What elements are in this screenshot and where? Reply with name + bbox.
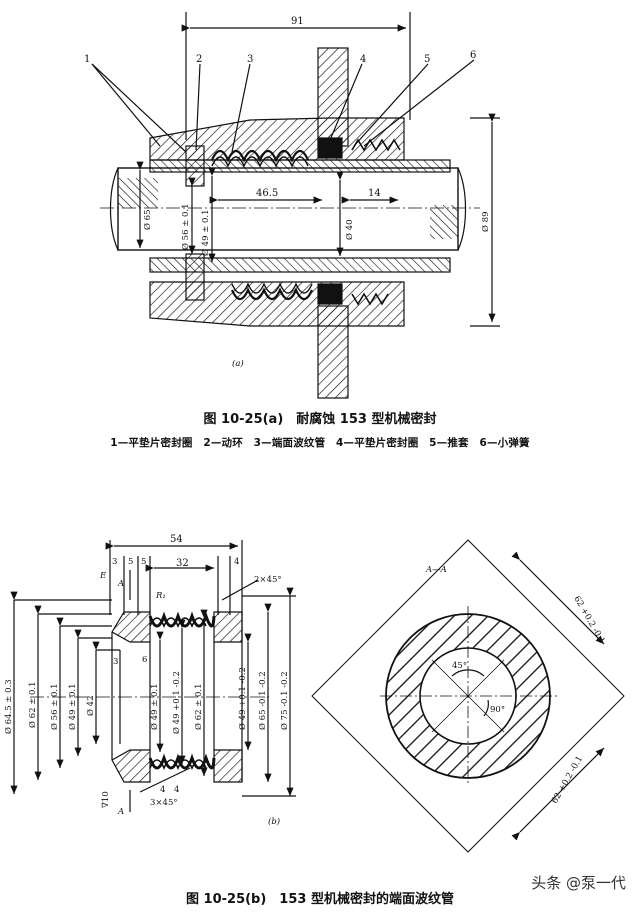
figure-a-legend: 1—平垫片密封圈 2—动环 3—端面波纹管 4—平垫片密封圈 5—推套 6—小弹… — [110, 437, 530, 449]
dim-14: 14 — [368, 188, 381, 199]
sub-label-a: (a) — [232, 358, 244, 369]
figure-b-bellows — [10, 540, 296, 812]
dim-b-num-3: 3 — [112, 557, 117, 567]
dim-center-62: Ø 62 ± 0.1 — [193, 683, 204, 730]
label-r1: R₁ — [155, 591, 166, 601]
part-number-3: 3 — [247, 54, 253, 65]
roughness-symbol: ∇10 — [101, 791, 111, 808]
section-dim-bottom: 62 +0.2 -0.1 — [550, 754, 585, 805]
label-e: E — [99, 571, 107, 581]
dim-left-62: Ø 62 ± 0.1 — [27, 681, 38, 728]
figure-b-labels: 54 32 3 5 5 4 3 6 E R₁ A A 2×45° 3×45° 4… — [3, 534, 290, 827]
dim-bottom-4a: 4 — [160, 785, 165, 795]
part-number-4: 4 — [360, 54, 366, 65]
dim-center-49-tol: Ø 49 +0.1 -0.2 — [171, 671, 182, 734]
dim-b-num-4: 4 — [234, 557, 239, 567]
chamfer-bottom: 3×45° — [150, 798, 178, 808]
dim-overall-91: 91 — [291, 16, 304, 27]
dim-b-middle-32: 32 — [176, 558, 189, 569]
figure-a-caption: 图 10-25(a) 耐腐蚀 153 型机械密封 — [203, 412, 437, 427]
dim-right-49: Ø 49 +0.1 -0.2 — [237, 667, 248, 730]
section-angle-90: 90° — [490, 705, 505, 715]
dim-right-75: Ø 75 -0.1 -0.2 — [279, 671, 290, 730]
dim-b-num-5b: 5 — [141, 557, 146, 567]
section-label-a-a: A—A — [425, 565, 447, 575]
watermark: 头条 @泵一代 — [531, 874, 626, 892]
dim-left-42: Ø 42 — [85, 696, 96, 717]
section-angle-45: 45° — [452, 661, 467, 671]
chamfer-top: 2×45° — [254, 575, 282, 585]
dim-b-overall-54: 54 — [170, 534, 183, 545]
dim-b-num-3b: 3 — [113, 657, 118, 667]
dim-bottom-4b: 4 — [174, 785, 179, 795]
dim-left-64-5: Ø 64.5 ± 0.3 — [3, 679, 14, 734]
dim-left-49: Ø 49 ± 0.1 — [67, 683, 78, 730]
sub-label-b: (b) — [268, 816, 280, 827]
part-number-5: 5 — [424, 54, 430, 65]
dim-dia-56: Ø 56 ± 0.1 — [180, 203, 191, 250]
part-number-6: 6 — [470, 50, 476, 61]
dim-dia-89: Ø 89 — [480, 212, 491, 233]
dim-dia-65: Ø 65 — [142, 210, 153, 231]
section-dim-top: 62 +0.2 -0.1 — [571, 595, 606, 646]
dim-dia-49: Ø 49 ± 0.1 — [200, 209, 211, 256]
label-a-bottom: A — [117, 807, 124, 817]
figure-b-caption: 图 10-25(b) 153 型机械密封的端面波纹管 — [186, 892, 454, 907]
figure-a-assembly — [91, 12, 500, 399]
dim-b-num-5a: 5 — [128, 557, 133, 567]
dim-left-56: Ø 56 ± 0.1 — [49, 683, 60, 730]
dim-46-5: 46.5 — [256, 188, 278, 199]
section-a-a — [311, 539, 625, 853]
dim-center-49: Ø 49 ± 0.1 — [149, 683, 160, 730]
part-number-1: 1 — [84, 54, 90, 65]
figure-a-labels: 1 2 3 4 5 6 91 46.5 14 Ø 65 Ø 56 ± 0.1 Ø… — [84, 16, 491, 369]
dim-b-num-6: 6 — [142, 655, 147, 665]
part-number-2: 2 — [196, 54, 202, 65]
dim-right-65: Ø 65 -0.1 -0.2 — [257, 671, 268, 730]
dim-dia-40: Ø 40 — [344, 220, 355, 241]
label-a-top: A — [117, 579, 124, 589]
